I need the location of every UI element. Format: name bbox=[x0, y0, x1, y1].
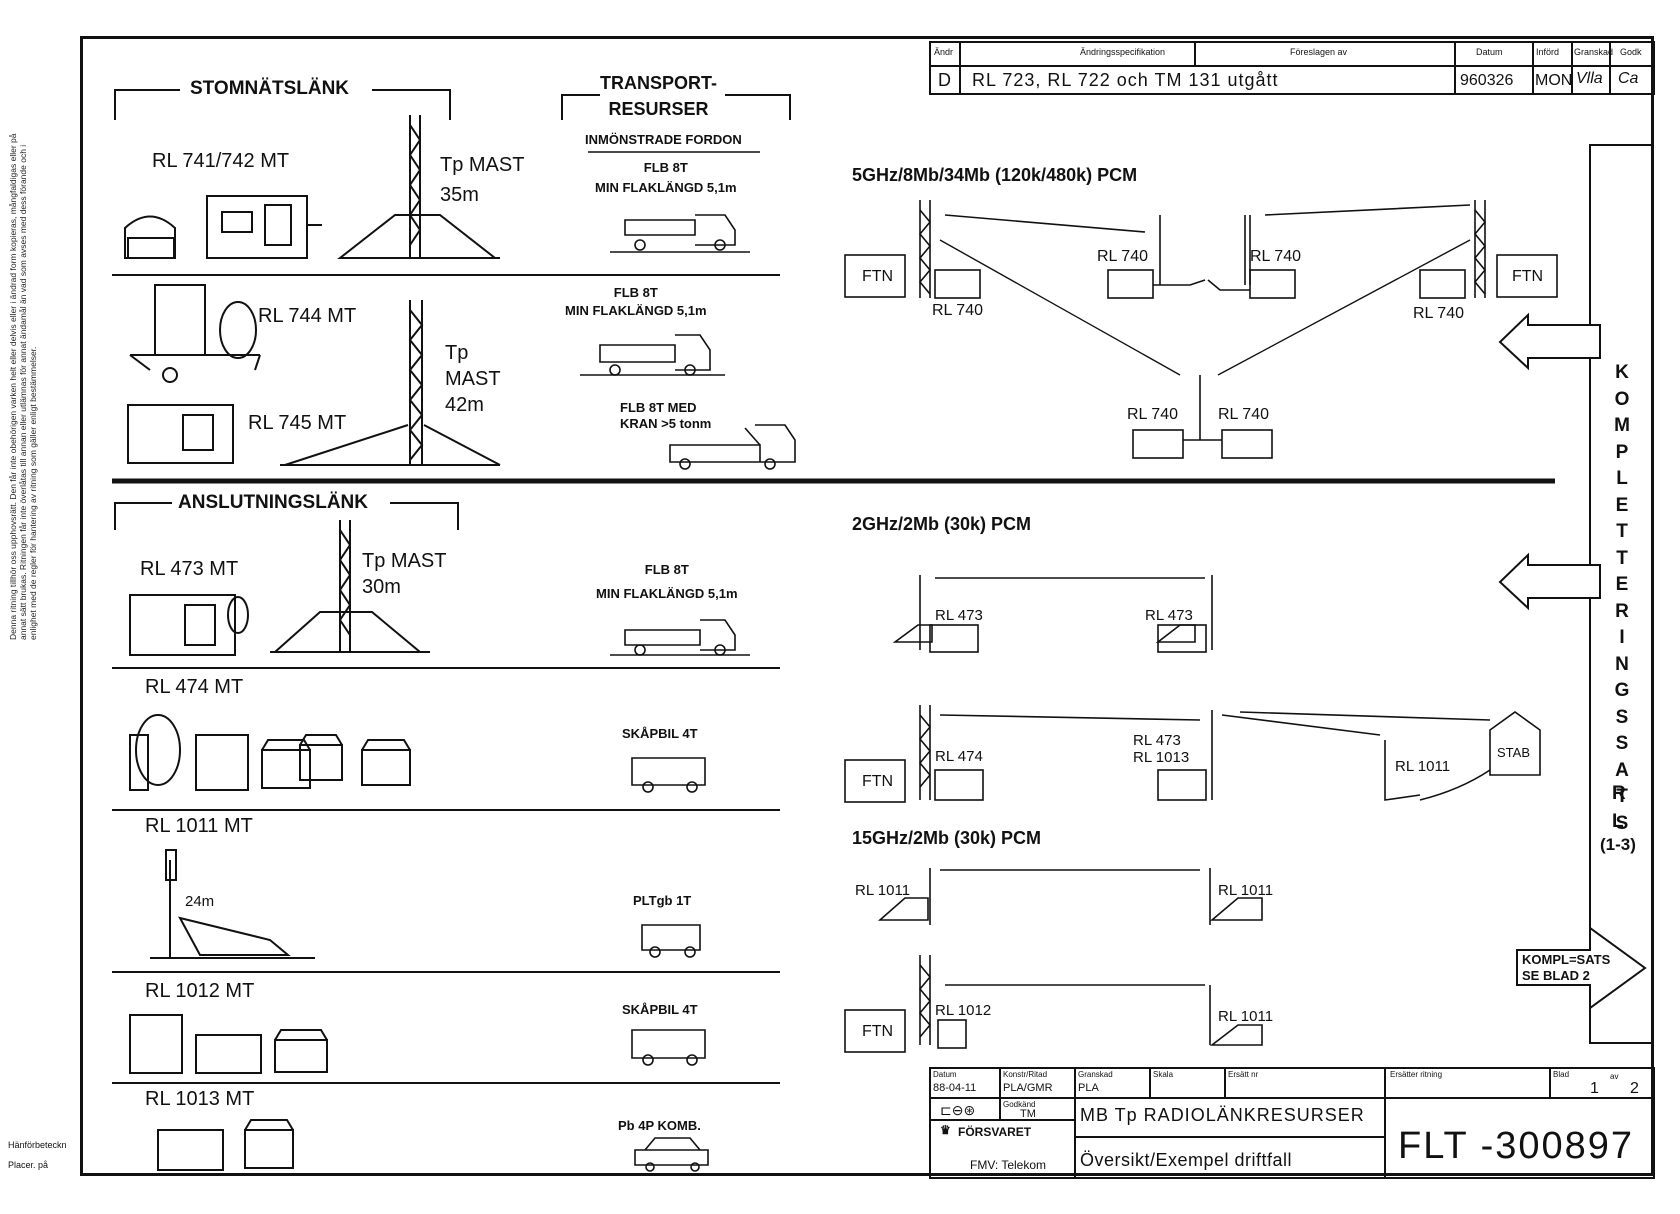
rev-spec: RL 723, RL 722 och TM 131 utgått bbox=[972, 70, 1279, 90]
vehicle-pltgb: PLTgb 1T bbox=[633, 893, 692, 908]
ftn-5ghz-right: FTN bbox=[1512, 268, 1544, 285]
item-rl741: RL 741/742 MT bbox=[152, 150, 290, 172]
vehicle-flb8t-crane: FLB 8T MED KRAN >5 tonm bbox=[620, 400, 712, 431]
side-range: (1-3) bbox=[1600, 835, 1636, 854]
stomnat-header: STOMNÄTSLÄNK bbox=[190, 78, 350, 99]
item-rl1012: RL 1012 MT bbox=[145, 980, 255, 1002]
rl740-e: RL 740 bbox=[1127, 406, 1178, 423]
rev-header-proposed: Föreslagen av bbox=[1290, 47, 1348, 57]
rev-header-checked: Granskad bbox=[1574, 47, 1614, 57]
tb-date-label: Datum bbox=[933, 1070, 957, 1079]
tb-similar-label: Ersätt nr bbox=[1228, 1070, 1259, 1079]
tb-approved-label: Godkänd bbox=[1003, 1100, 1036, 1109]
item-rl1013: RL 1013 MT bbox=[145, 1088, 255, 1110]
tb-title2: Översikt/Exempel driftfall bbox=[1080, 1150, 1293, 1170]
rl1011-bottom: RL 1011 bbox=[1218, 1008, 1274, 1025]
tb-scale-label: Skala bbox=[1153, 1070, 1174, 1079]
vehicle-flb8t-1: FLB 8T MIN FLAKLÄNGD 5,1m bbox=[595, 160, 737, 195]
rl740-f: RL 740 bbox=[1218, 406, 1269, 423]
title-5ghz: 5GHz/8Mb/34Mb (120k/480k) PCM bbox=[852, 165, 1138, 185]
mast-24m: 24m bbox=[185, 893, 215, 910]
tb-sheet-total: 2 bbox=[1630, 1080, 1639, 1097]
vehicle-flb8t-2: FLB 8T MIN FLAKLÄNGD 5,1m bbox=[565, 285, 707, 318]
rev-introduced: MON bbox=[1535, 72, 1573, 89]
tb-sheet-of: av bbox=[1610, 1072, 1619, 1081]
vehicle-pb4p: Pb 4P KOMB. bbox=[618, 1118, 701, 1133]
rev-checked-signature: Vlla bbox=[1576, 70, 1603, 87]
rl1012-right: RL 1012 bbox=[935, 1002, 992, 1019]
mast-42m: Tp MAST 42m bbox=[445, 342, 501, 416]
item-rl473: RL 473 MT bbox=[140, 558, 239, 580]
rev-date: 960326 bbox=[1460, 72, 1514, 89]
vehicle-flb8t-3: FLB 8T MIN FLAKLÄNGD 5,1m bbox=[596, 562, 738, 601]
kompl-sats-note: KOMPL=SATS SE BLAD 2 bbox=[1522, 952, 1611, 983]
ref-label: Hänförbeteckn bbox=[8, 1140, 67, 1150]
tb-sheet-label: Blad bbox=[1553, 1070, 1570, 1079]
rl473-left: RL 473 bbox=[935, 607, 983, 624]
rev-header-date: Datum bbox=[1476, 47, 1503, 57]
rev-header-approved: Godk bbox=[1620, 47, 1642, 57]
ftn-15ghz: FTN bbox=[862, 1023, 894, 1040]
item-rl745: RL 745 MT bbox=[248, 412, 347, 434]
side-rl: R L bbox=[1612, 783, 1626, 832]
rl473-rl1013: RL 473 RL 1013 bbox=[1133, 732, 1190, 766]
rl740-a: RL 740 bbox=[932, 302, 983, 319]
tb-constructed-label: Konstr/Ritad bbox=[1003, 1070, 1048, 1079]
title-2ghz: 2GHz/2Mb (30k) PCM bbox=[852, 514, 1032, 534]
transport-header: TRANSPORT- RESURSER bbox=[600, 73, 717, 119]
rl474-right: RL 474 bbox=[935, 748, 983, 765]
ftn-5ghz-left: FTN bbox=[862, 268, 894, 285]
rl1011-left: RL 1011 bbox=[855, 882, 911, 899]
rev-header-spec: Ändringsspecifikation bbox=[1080, 47, 1166, 57]
transport-subheader: INMÖNSTRADE FORDON bbox=[585, 132, 742, 147]
drawing-frame bbox=[80, 36, 1654, 1176]
tb-approved: TM bbox=[1020, 1108, 1036, 1120]
rl740-b: RL 740 bbox=[1097, 248, 1148, 265]
tb-checked: PLA bbox=[1078, 1082, 1099, 1094]
rev-header-change: Ändr bbox=[934, 47, 954, 57]
tb-checked-label: Granskad bbox=[1078, 1070, 1113, 1079]
rl1011-right: RL 1011 bbox=[1218, 882, 1274, 899]
rl740-d: RL 740 bbox=[1413, 305, 1464, 322]
anslutning-header: ANSLUTNINGSLÄNK bbox=[178, 492, 368, 513]
rev-approved-signature: Ca bbox=[1618, 70, 1639, 87]
tb-title1: MB Tp RADIOLÄNKRESURSER bbox=[1080, 1105, 1365, 1125]
tb-org2: FMV: Telekom bbox=[970, 1158, 1047, 1172]
tb-doc-label: Ersätter ritning bbox=[1390, 1070, 1443, 1079]
rev-letter: D bbox=[938, 70, 951, 90]
rev-header-introduced: Införd bbox=[1536, 47, 1560, 57]
tb-date: 88-04-11 bbox=[933, 1082, 977, 1094]
title-15ghz: 15GHz/2Mb (30k) PCM bbox=[852, 828, 1042, 848]
item-rl744: RL 744 MT bbox=[258, 305, 357, 327]
tb-constructed: PLA/GMR bbox=[1003, 1082, 1053, 1094]
vehicle-skapbil-2: SKÅPBIL 4T bbox=[622, 1002, 698, 1017]
rl740-c: RL 740 bbox=[1250, 248, 1301, 265]
tb-drawing-number: FLT -300897 bbox=[1398, 1125, 1635, 1167]
rl473-right: RL 473 bbox=[1145, 607, 1193, 624]
fmv-logo-icon: ⊏⊖⊛ bbox=[940, 1102, 976, 1118]
rl1011-2ghz: RL 1011 bbox=[1395, 758, 1451, 775]
crown-icon: ♛ bbox=[940, 1123, 951, 1137]
ftn-2ghz: FTN bbox=[862, 773, 894, 790]
item-rl474: RL 474 MT bbox=[145, 676, 244, 698]
tb-org1: FÖRSVARET bbox=[958, 1125, 1032, 1139]
vehicle-skapbil-1: SKÅPBIL 4T bbox=[622, 726, 698, 741]
mast-30m: Tp MAST 30m bbox=[362, 550, 447, 598]
stab-label: STAB bbox=[1497, 745, 1530, 760]
item-rl1011: RL 1011 MT bbox=[145, 815, 253, 837]
mast-35m: Tp MAST 35m bbox=[440, 154, 525, 206]
tb-sheet: 1 bbox=[1590, 1080, 1599, 1097]
placed-label: Placer. på bbox=[8, 1160, 49, 1170]
